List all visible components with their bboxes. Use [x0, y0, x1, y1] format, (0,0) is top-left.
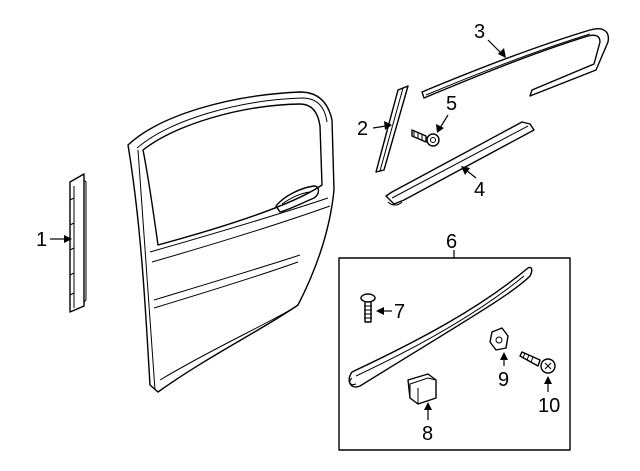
svg-text:8: 8: [422, 423, 433, 445]
part-2-frame-moulding: [375, 85, 409, 173]
svg-text:5: 5: [446, 93, 457, 115]
svg-text:7: 7: [394, 301, 405, 323]
rear-door: [127, 91, 335, 393]
part-1-pillar-applique: [69, 173, 87, 313]
part-10-screw: [519, 351, 556, 374]
svg-text:10: 10: [538, 395, 560, 417]
callout-1: 1: [36, 229, 72, 251]
part-4-belt-weatherstrip: [385, 121, 535, 206]
callout-4: 4: [461, 166, 485, 201]
callout-6: 6: [446, 231, 457, 258]
part-9-nut: [489, 327, 509, 351]
svg-text:2: 2: [357, 118, 368, 140]
callout-3: 3: [474, 21, 506, 58]
part-6-side-moulding: [348, 266, 533, 388]
part-7-push-clip: [360, 293, 376, 323]
part-8-retainer: [407, 373, 437, 405]
svg-text:9: 9: [498, 369, 509, 391]
callout-7: 7: [376, 301, 405, 323]
svg-text:3: 3: [474, 21, 485, 43]
svg-text:1: 1: [36, 229, 47, 251]
callout-2: 2: [357, 118, 392, 140]
svg-text:6: 6: [446, 231, 457, 253]
callout-5: 5: [436, 93, 457, 133]
callout-9: 9: [498, 352, 509, 391]
callout-10: 10: [538, 376, 560, 417]
part-3-upper-moulding: [421, 28, 610, 99]
callout-8: 8: [422, 402, 433, 445]
part-5-screw: [411, 129, 440, 147]
svg-text:4: 4: [474, 179, 485, 201]
kit-box: [338, 257, 571, 451]
